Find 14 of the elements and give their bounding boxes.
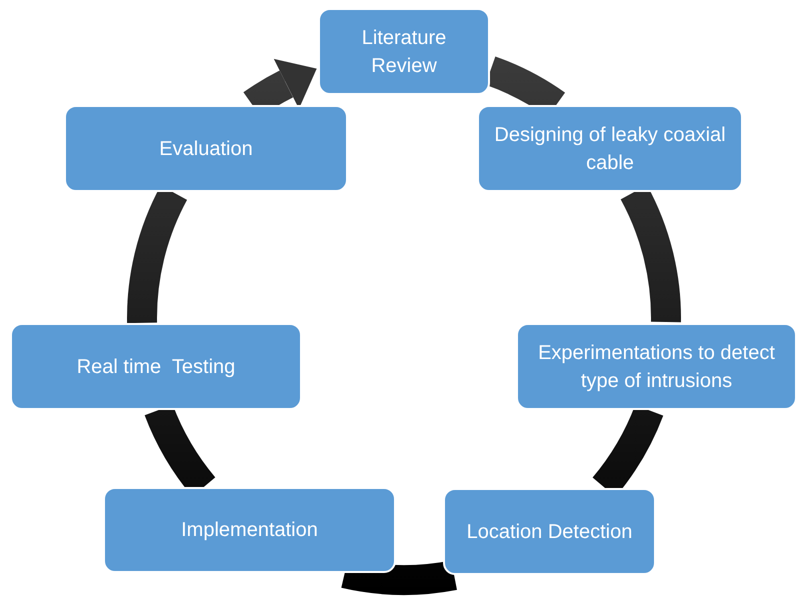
step-label: Implementation — [181, 518, 318, 543]
step-label: Location Detection — [466, 520, 632, 544]
step-label: Experimentations to detect type of intrusions — [537, 340, 776, 394]
process-box — [103, 487, 396, 573]
step-label: Real time Testing — [76, 354, 236, 380]
process-box — [64, 105, 348, 192]
process-box — [318, 8, 490, 95]
process-box — [443, 488, 656, 575]
step-label: Literature Review — [360, 26, 448, 78]
process-box — [477, 105, 743, 192]
process-box — [10, 323, 302, 410]
process-box — [516, 323, 797, 410]
step-label: Designing of leaky coaxial cable — [493, 122, 727, 176]
step-label: Evaluation — [159, 136, 253, 162]
